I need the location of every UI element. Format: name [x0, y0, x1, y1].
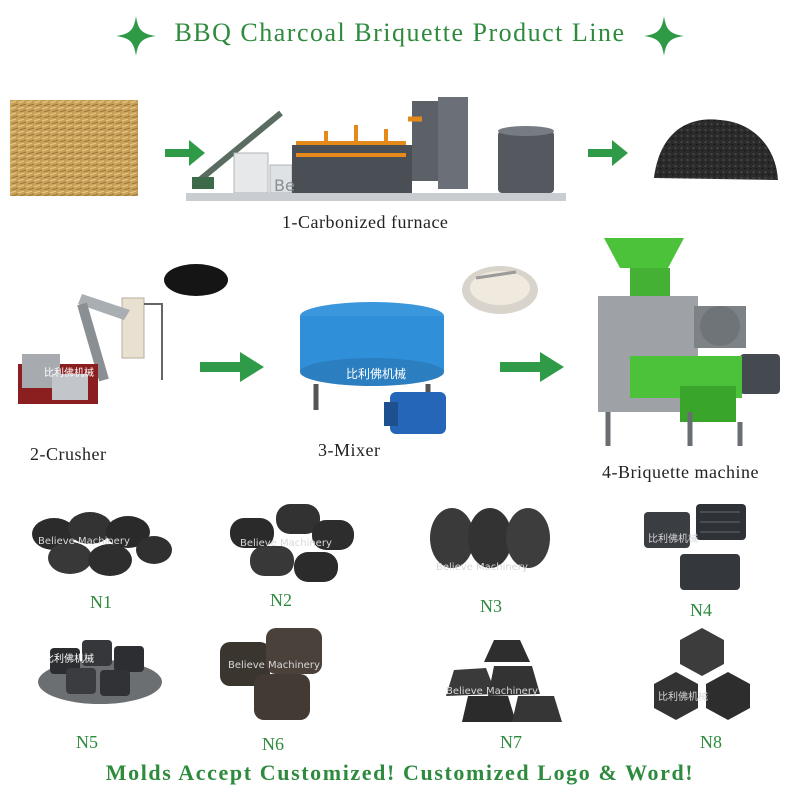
watermark-cn: 比利佛机械 [648, 532, 698, 545]
charcoal-powder-image [650, 110, 782, 192]
step-2-caption: 2-Crusher [30, 444, 107, 464]
sample-n6-image: Believe Machinery [214, 620, 334, 724]
sample-n4-label: N4 [690, 600, 712, 620]
sample-n8-label: N8 [700, 732, 722, 752]
sample-n5-label: N5 [76, 732, 98, 752]
crusher-machine-image: 比利佛机械 [12, 284, 172, 424]
watermark-cn: 比利佛机械 [346, 366, 406, 381]
powder-pile-image [160, 256, 232, 298]
sample-n7-image: Believe Machinery [438, 634, 568, 726]
mixer-machine-image: 比利佛机械 [296, 292, 462, 448]
watermark-en: Believe Machinery [228, 660, 320, 671]
footer-slogan: Molds Accept Customized! Customized Logo… [105, 760, 695, 785]
sample-n7-label: N7 [500, 732, 522, 752]
page-title: BBQ Charcoal Briquette Product Line [174, 18, 626, 47]
sample-n6-label: N6 [262, 734, 284, 754]
right-arrow-icon [200, 352, 264, 382]
watermark-cn: 比利佛机械 [658, 690, 708, 703]
right-arrow-icon [588, 140, 628, 166]
sample-n4-image: 比利佛机械 [640, 502, 752, 598]
sample-n2-image: Believe Machinery [220, 496, 360, 588]
sample-n8-image: 比利佛机械 [650, 624, 754, 728]
raw-material-image [10, 100, 138, 196]
watermark-en: Believe Machinery [38, 536, 130, 547]
watermark-en: Believe Machinery [446, 686, 538, 697]
watermark-cn: 比利佛机械 [44, 366, 94, 379]
step-4-caption: 4-Briquette machine [602, 462, 759, 482]
right-arrow-icon [500, 352, 564, 382]
sample-n1-label: N1 [90, 592, 112, 612]
sample-n3-image: Believe Machinery [426, 500, 556, 580]
sample-n3-label: N3 [480, 596, 502, 616]
briquette-machine-image [590, 236, 784, 450]
carbonized-furnace-image: Be [186, 95, 566, 205]
sample-n1-image: Believe Machinery [24, 500, 174, 586]
sample-n5-image: 比利佛机械 [36, 618, 166, 714]
star-right-icon [644, 16, 684, 56]
watermark-en: Believe Machinery [436, 562, 528, 573]
step-1-caption: 1-Carbonized furnace [282, 212, 449, 232]
star-left-icon [116, 16, 156, 56]
right-arrow-icon [165, 140, 205, 166]
watermark-en: Believe Machinery [240, 538, 332, 549]
watermark-cn: 比利佛机械 [44, 652, 94, 665]
step-3-caption: 3-Mixer [318, 440, 381, 460]
sample-n2-label: N2 [270, 590, 292, 610]
binder-bowl-image [460, 262, 540, 316]
watermark-text: Be [274, 176, 295, 195]
